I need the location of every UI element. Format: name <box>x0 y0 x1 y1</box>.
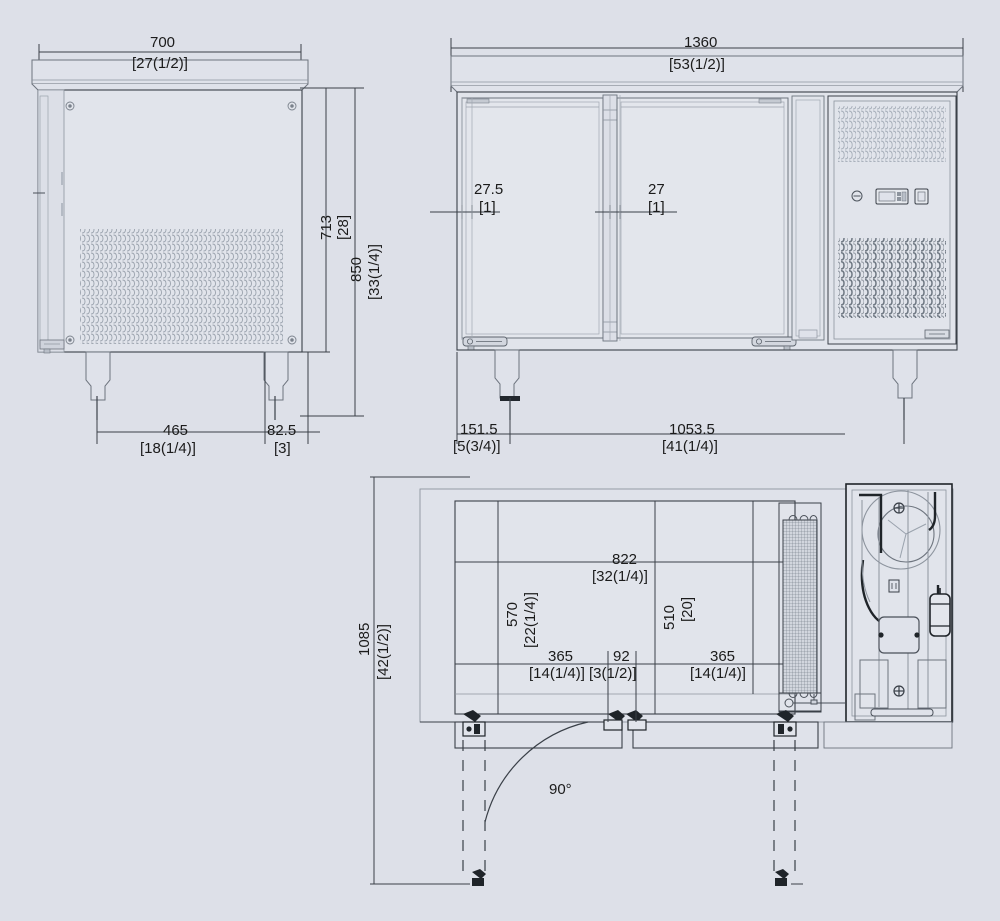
front-legs <box>494 349 918 420</box>
dim-label-plan-inner-width-inch2: [32(1/4)] <box>592 568 648 585</box>
plan-caster-center-right <box>626 710 647 731</box>
dim-label-front-leg-span-inch: [41(1/4)] <box>662 438 718 455</box>
side-dim-bottom <box>96 352 320 444</box>
front-hinge-right <box>751 336 797 351</box>
dim-label-plan-depth-mm: 1085 <box>356 622 373 656</box>
plan-caster-center-left <box>603 710 625 731</box>
plan-base-rails <box>420 721 953 749</box>
plan-caster-right <box>773 710 797 737</box>
dim-label-side-leg-offset-mm: 82.5 <box>267 422 297 439</box>
plan-machine-compartment <box>845 483 953 723</box>
dim-label-plan-door-left-inch: [14(1/4)] <box>529 665 585 682</box>
front-control-panel <box>851 188 929 205</box>
dim-label-plan-570-inch: [22(1/4)] <box>522 592 539 648</box>
dim-label-front-leg-offset-mm: 151.5 <box>460 421 498 438</box>
front-hinge-left <box>462 336 508 351</box>
dim-label-front-handle-left-mm: 27.5 <box>474 181 504 198</box>
dim-label-plan-510-inch: [20] <box>679 596 696 622</box>
dim-label-side-total-height-mm: 850 <box>348 256 365 282</box>
dim-label-front-leg-offset-inch: [5(3/4)] <box>453 438 501 455</box>
dim-label-side-width-mm: 700 <box>150 34 176 51</box>
side-view <box>31 44 364 444</box>
front-door-right <box>616 97 797 351</box>
plan-fan-mount <box>893 502 905 514</box>
dim-label-front-leg-span-mm: 1053.5 <box>669 421 715 438</box>
plan-cabinet-top <box>454 500 796 715</box>
side-dim-vertical <box>300 87 364 417</box>
plan-compressor <box>878 616 920 654</box>
plan-caster-swing-left <box>455 869 486 886</box>
plan-door-swing-dashed <box>462 740 796 878</box>
plan-receiver <box>929 588 951 637</box>
side-ventilation-grille <box>80 229 283 344</box>
dim-label-plan-door-right-inch: [14(1/4)] <box>690 665 746 682</box>
front-dim-bottom <box>456 352 905 444</box>
side-fasteners <box>65 101 297 345</box>
dim-label-side-width-inch: [27(1/2)] <box>132 55 188 72</box>
side-body <box>33 89 303 354</box>
plan-dim-1085 <box>370 476 470 885</box>
side-hinge-block <box>39 339 65 354</box>
plan-caster-left <box>462 710 486 737</box>
dim-label-plan-570-mm: 570 <box>504 601 521 627</box>
plan-caster-swing-right <box>775 869 803 886</box>
side-legs <box>85 351 289 420</box>
dim-label-front-width-mm: 1360 <box>684 34 718 51</box>
dim-label-front-handle-right-mm: 27 <box>648 181 665 198</box>
front-filler-panel <box>791 95 825 341</box>
plan-dim-marks <box>498 651 753 722</box>
plan-swing-arc <box>484 721 589 823</box>
front-machine-compartment <box>827 95 957 345</box>
dim-label-plan-gap-inch: [3(1/2)] <box>589 665 637 682</box>
dim-label-front-handle-left-inch: [1] <box>479 199 496 216</box>
dim-label-front-width-inch: [53(1/2)] <box>669 56 725 73</box>
plan-fan-assembly <box>861 490 941 570</box>
front-door-guides <box>461 95 621 341</box>
dim-label-plan-door-right-mm: 365 <box>710 648 736 665</box>
dim-label-side-leg-span-inch: [18(1/4)] <box>140 440 196 457</box>
plan-condenser-coil <box>778 502 845 713</box>
dim-label-side-total-height-inch: [33(1/4)] <box>366 244 383 300</box>
dim-label-plan-510-mm: 510 <box>661 604 678 630</box>
dim-label-plan-door-left-mm: 365 <box>548 648 574 665</box>
plan-casters <box>455 710 803 886</box>
plan-swing-angle-label: 90° <box>549 781 572 798</box>
dim-label-plan-gap-mm: 92 <box>613 648 630 665</box>
plan-view <box>370 476 954 886</box>
front-door-left <box>461 97 604 351</box>
dim-label-plan-depth-inch: [42(1/2)] <box>375 624 392 680</box>
side-worktop <box>31 59 309 91</box>
dim-label-side-body-height-inch: [28] <box>335 214 352 240</box>
dim-label-front-handle-right-inch: [1] <box>648 199 665 216</box>
dim-label-side-leg-span-mm: 465 <box>163 422 189 439</box>
front-worktop <box>450 55 964 93</box>
dim-label-side-leg-offset-inch: [3] <box>274 440 291 457</box>
front-view <box>430 38 964 444</box>
dim-label-side-body-height-mm: 713 <box>318 214 335 240</box>
dim-label-plan-inner-width-mm: 822 <box>612 551 638 568</box>
